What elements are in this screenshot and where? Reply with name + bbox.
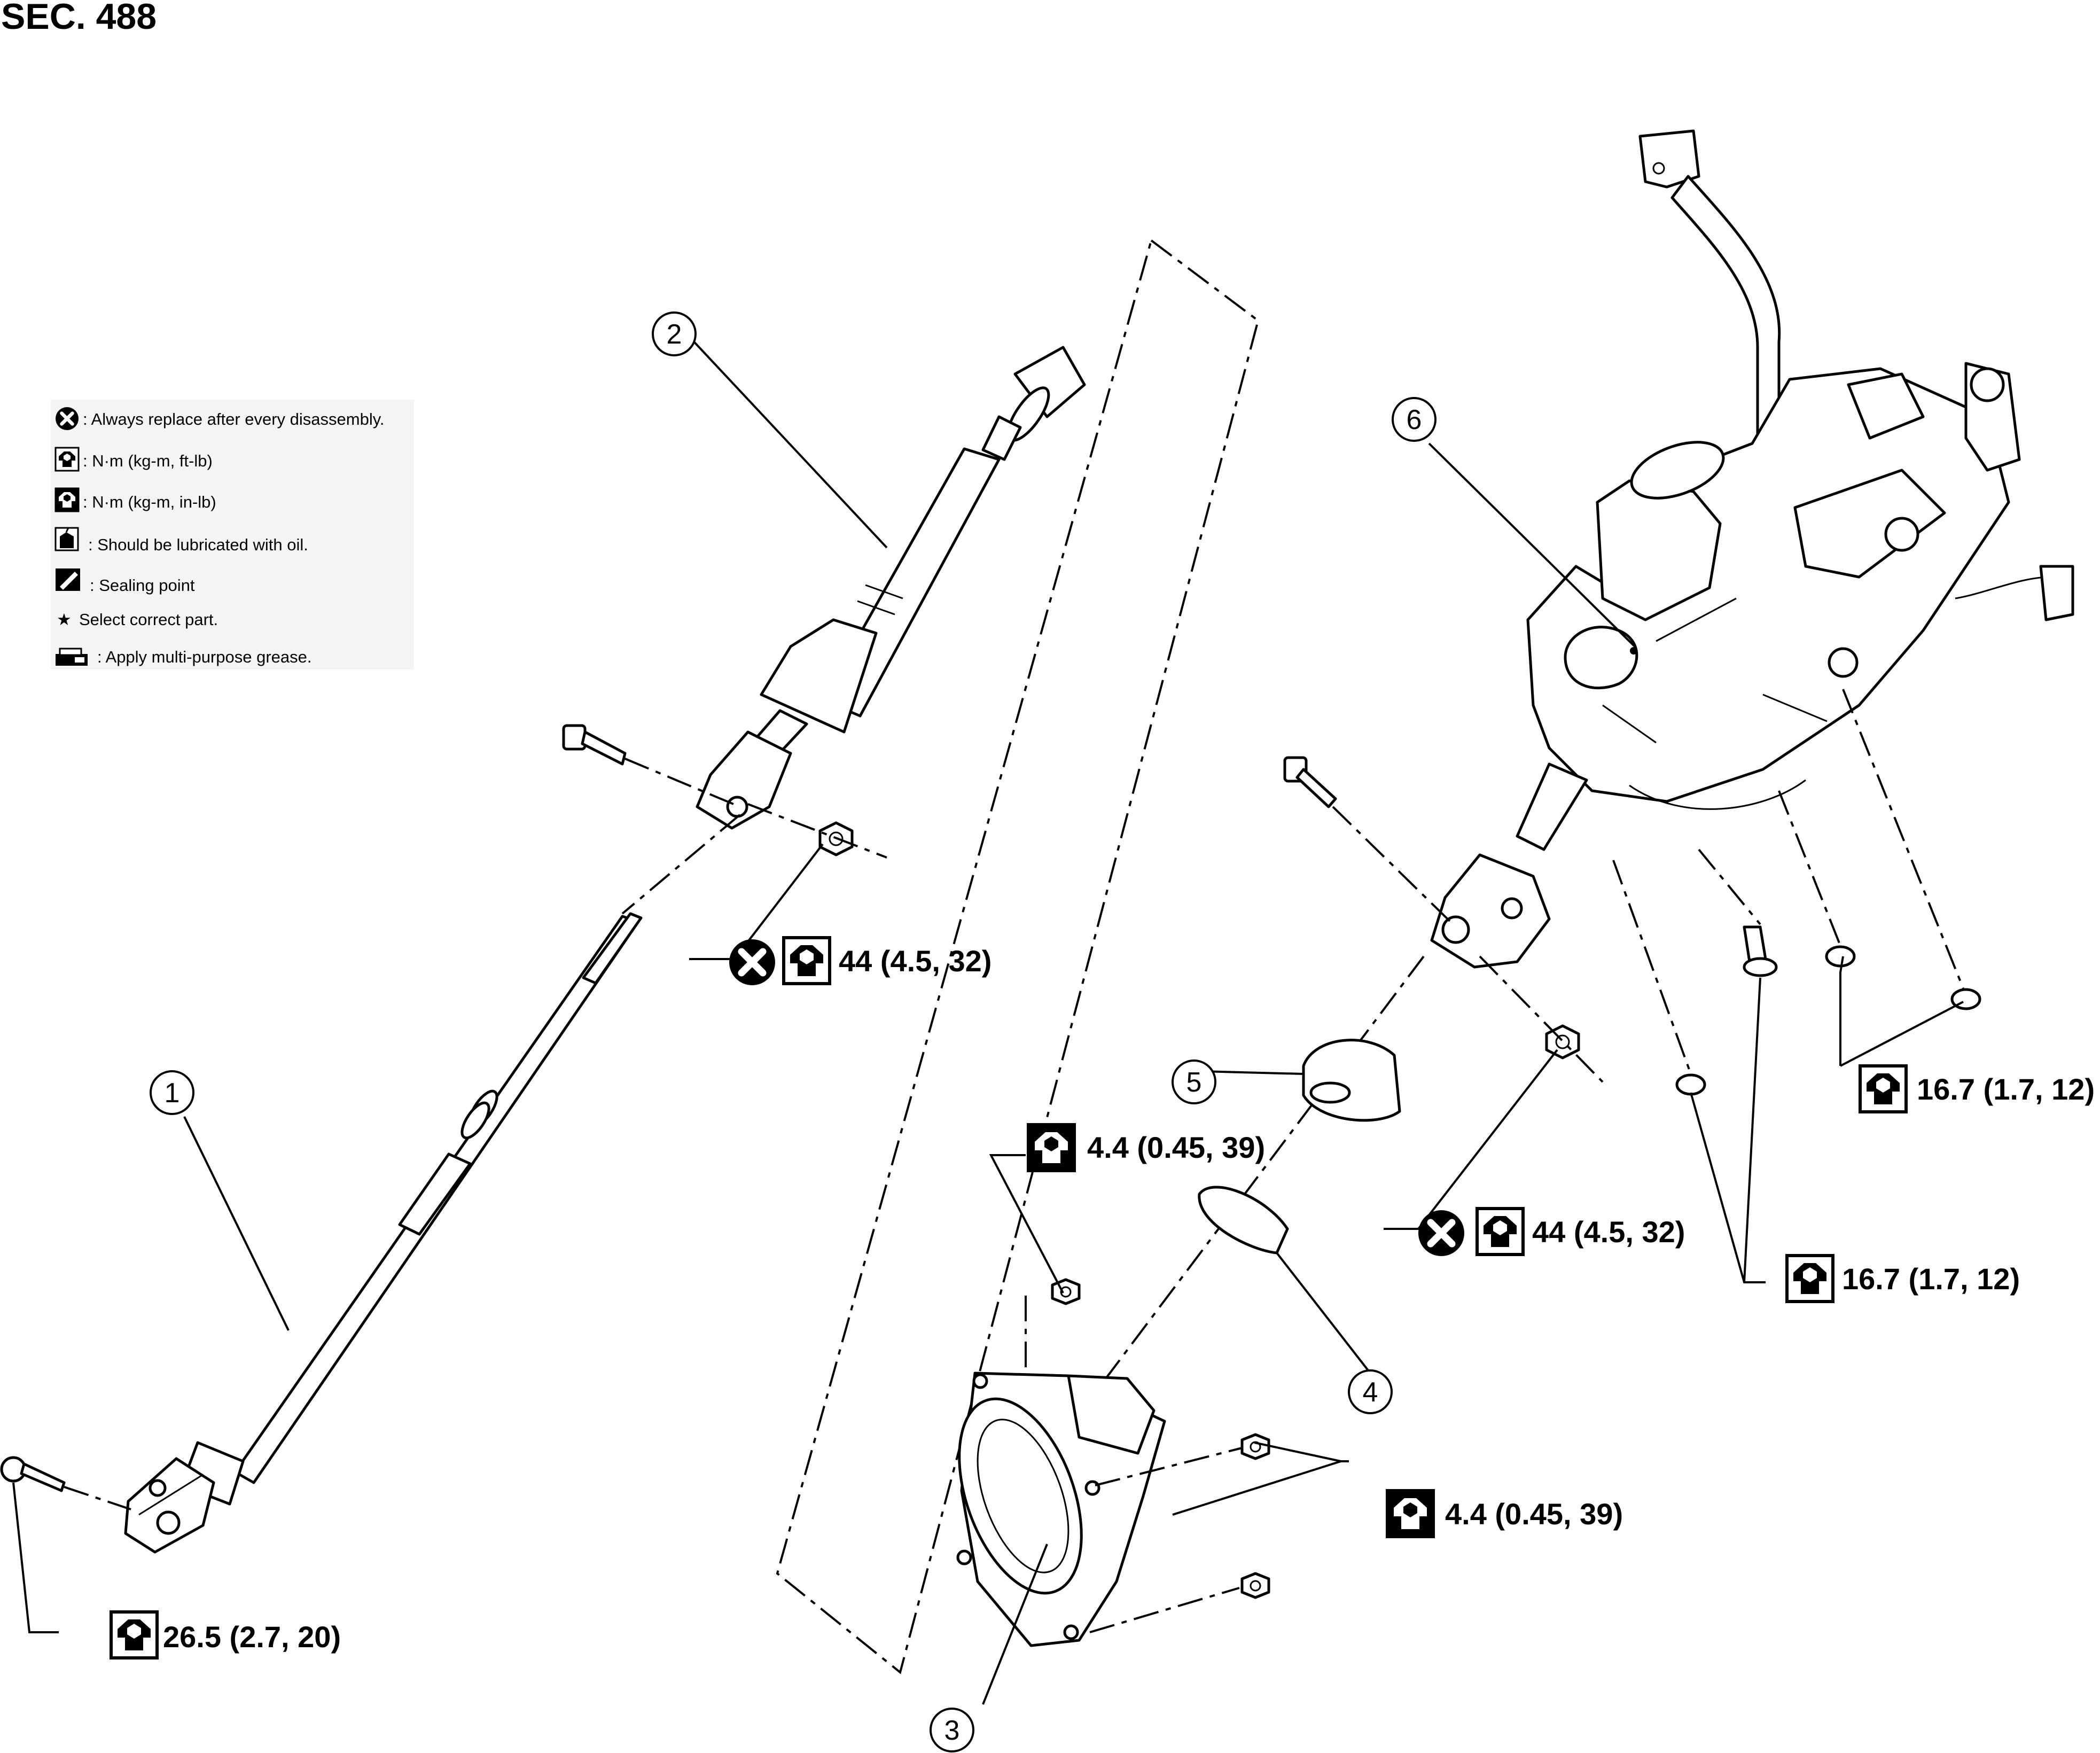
legend-select-part: Select correct part.: [79, 610, 218, 629]
svg-text:4.4 (0.45, 39): 4.4 (0.45, 39): [1445, 1497, 1623, 1531]
svg-text:16.7 (1.7, 12): 16.7 (1.7, 12): [1842, 1262, 2020, 1296]
shaft-alignment-axis: [621, 814, 741, 915]
svg-text:44 (4.5, 32): 44 (4.5, 32): [839, 944, 992, 978]
column-lower-joint: [1430, 853, 1551, 969]
torque-wrench-icon: [1477, 1209, 1523, 1255]
legend-grease: : Apply multi-purpose grease.: [97, 648, 312, 666]
legend-oil: : Should be lubricated with oil.: [88, 535, 308, 554]
lower-bolt-axis: [64, 1486, 131, 1510]
upper-joint-bolt: [562, 724, 627, 766]
hole-cover-nut-top: [1051, 1278, 1081, 1305]
svg-text:2: 2: [667, 319, 682, 350]
steering-column-assembly: [1516, 129, 2074, 851]
torque-spec-lower-joint-bolt: 26.5 (2.7, 20): [111, 1612, 341, 1658]
column-mount-nut-1: [1825, 945, 1856, 968]
grease-tube-icon: [56, 648, 88, 666]
svg-text:4: 4: [1363, 1377, 1378, 1408]
always-replace-icon: [56, 407, 79, 430]
svg-text:1: 1: [165, 1078, 180, 1109]
torque-wrench-filled-icon: [1028, 1125, 1074, 1171]
callout-5: 5: [1172, 1059, 1216, 1104]
upper-shaft: [696, 346, 1086, 830]
callout-2: 2: [652, 311, 697, 356]
grommet-ring: [1198, 1186, 1289, 1255]
section-title: SEC. 488: [1, 0, 157, 37]
column-joint-bolt: [1283, 756, 1337, 808]
callout-1: 1: [150, 1070, 194, 1115]
svg-text:26.5 (2.7, 20): 26.5 (2.7, 20): [163, 1620, 341, 1654]
svg-text:4.4 (0.45, 39): 4.4 (0.45, 39): [1087, 1131, 1265, 1164]
lower-joint-bolt: [0, 1456, 66, 1492]
column-seal: [1302, 1039, 1401, 1122]
sealing-point-icon: [56, 568, 80, 591]
torque-spec-hole-cover-nut-upper: 4.4 (0.45, 39): [1028, 1125, 1265, 1171]
upper-nut-axis: [747, 803, 887, 859]
callout-3: 3: [930, 1708, 974, 1752]
callout-6: 6: [1392, 397, 1437, 442]
torque-wrench-icon: [54, 447, 80, 472]
assembly-boundary-line: [776, 238, 1260, 1674]
torque-wrench-icon: [111, 1612, 157, 1658]
svg-text:5: 5: [1186, 1067, 1202, 1098]
torque-wrench-icon: [1787, 1256, 1833, 1302]
torque-wrench-icon: [1860, 1066, 1906, 1112]
lower-shaft: [124, 912, 643, 1554]
svg-text:3: 3: [944, 1715, 960, 1746]
torque-spec-upper-joint-nut: 44 (4.5, 32): [729, 938, 992, 985]
column-bolt-axis: [1332, 806, 1454, 925]
torque-spec-hole-cover-nuts-right: 4.4 (0.45, 39): [1387, 1491, 1623, 1537]
torque-wrench-filled-icon: [1387, 1491, 1433, 1537]
column-mount-bolt: [1743, 925, 1778, 977]
legend-sealing: : Sealing point: [90, 576, 195, 595]
hole-cover: [956, 1372, 1166, 1647]
torque-spec-column-mount-nuts-lower: 16.7 (1.7, 12): [1787, 1256, 2020, 1302]
hole-cover-nut-right-2: [1240, 1572, 1270, 1599]
column-center-axis: [1105, 955, 1425, 1380]
svg-text:6: 6: [1407, 404, 1422, 435]
legend-torque-ft-lb: : N·m (kg-m, ft-lb): [83, 451, 213, 470]
always-replace-icon: [1418, 1210, 1464, 1256]
torque-spec-column-mount-nuts-upper: 16.7 (1.7, 12): [1860, 1066, 2095, 1112]
hole-cover-nut-axes: [1025, 1296, 1243, 1633]
torque-wrench-filled-icon: [54, 487, 80, 512]
legend: : Always replace after every disassembly…: [51, 400, 414, 669]
torque-spec-column-joint-nut: 44 (4.5, 32): [1418, 1209, 1685, 1256]
svg-text:44 (4.5, 32): 44 (4.5, 32): [1532, 1215, 1685, 1249]
legend-always-replace: : Always replace after every disassembly…: [83, 410, 385, 428]
svg-text:16.7 (1.7, 12): 16.7 (1.7, 12): [1917, 1072, 2095, 1106]
column-mount-nut-3: [1675, 1073, 1706, 1096]
upper-bolt-axis: [624, 758, 740, 808]
oil-can-icon: [54, 527, 79, 551]
callout-4: 4: [1348, 1369, 1393, 1414]
legend-torque-in-lb: : N·m (kg-m, in-lb): [83, 493, 216, 511]
star-icon: ★: [57, 610, 72, 629]
torque-wrench-icon: [784, 938, 830, 984]
hole-cover-nut-right-1: [1240, 1433, 1270, 1460]
column-mount-axes: [1612, 689, 1964, 1074]
always-replace-icon: [729, 939, 775, 985]
column-nut-axis: [1479, 955, 1604, 1083]
